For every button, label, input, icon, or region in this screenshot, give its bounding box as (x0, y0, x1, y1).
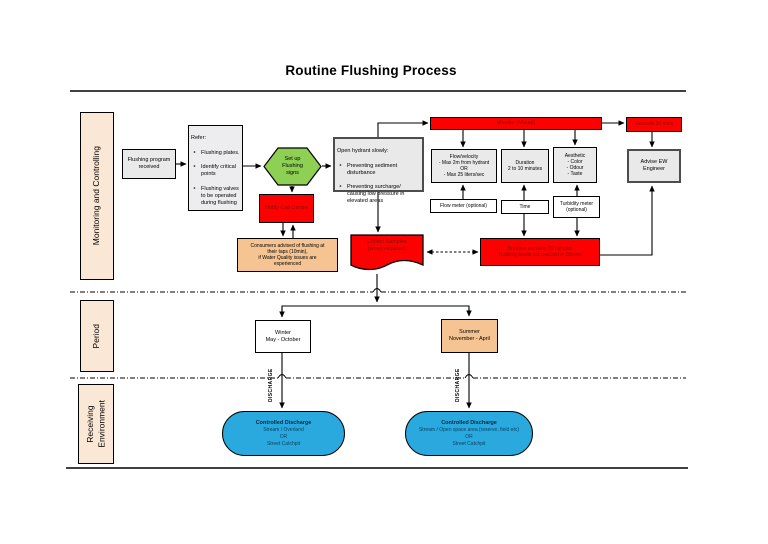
duration-box: Duration 2 to 10 minutes (501, 149, 549, 183)
controlled-discharge-winter-title: Controlled Discharge (255, 419, 312, 426)
consumers-advised-box: Consumers advised of flushing at their t… (237, 238, 338, 272)
flow-meter-box: Flow meter (optional) (430, 199, 497, 213)
advise-ew-engineer-box: Advise EW Engineer (627, 149, 681, 183)
controlled-discharge-summer: Controlled Discharge Stream / Open space… (405, 411, 533, 456)
open-hydrant-bullet-1: ‣Preventing sediment disturbance (339, 162, 398, 176)
controlled-discharge-winter-body: Stream / Overland OR Street Catchpit (263, 427, 304, 447)
turbidity-meter-box: Turbidity meter (optional) (553, 196, 600, 218)
bullet-icon: ‣ (339, 162, 343, 169)
collect-samples-document: Collect Samples (when required) (350, 234, 424, 276)
flushing-program-box: Flushing program received (122, 149, 176, 179)
controlled-discharge-winter: Controlled Discharge Stream / Overland O… (222, 411, 345, 456)
discharge-label-winter: DISCHARGE (268, 368, 274, 402)
open-hydrant-box: Open hydrant slowly: ‣Preventing sedimen… (333, 137, 424, 204)
refer-title: Refer: (191, 134, 206, 141)
bullet-icon: ‣ (339, 184, 343, 191)
refer-box: Refer: ‣Flushing plates. ‣Identify criti… (188, 125, 243, 211)
discharge-label-summer: DISCHARGE (455, 368, 461, 402)
lane-separators (70, 291, 686, 379)
lane-receiving-environment: Receiving Environment (78, 384, 114, 464)
hexagon-shape (263, 147, 322, 186)
lane-period: Period (80, 300, 114, 372)
aesthetic-box: Aesthetic - Color - Odour - Taste (553, 147, 597, 183)
setup-signs-hexagon: Set up Flushing signs (263, 147, 322, 186)
collect-samples-label: Collect Samples (when required) (367, 239, 407, 253)
summer-box: Summer November - April (441, 319, 498, 353)
winter-box: Winter May - October (255, 320, 311, 353)
time-box: Time (501, 200, 549, 214)
duration-exceeds-box: Duration exceeds 30 minutes Turbidity le… (480, 238, 600, 266)
refer-bullet-3: ‣Flushing valves to be operated during f… (193, 186, 239, 206)
flow-velocity-box: Flow/velocity - Max 2m from hydrant OR -… (431, 149, 497, 183)
lane-period-label: Period (91, 323, 102, 349)
bullet-icon: ‣ (193, 149, 197, 156)
exceeds-30-mins-box: Exceeds 30 mins (626, 117, 682, 132)
controlled-discharge-summer-body: Stream / Open space area (reserve, field… (418, 427, 520, 447)
lane-receiving-label: Receiving Environment (84, 400, 106, 448)
document-shape (350, 234, 424, 271)
refer-bullet-2: ‣Identify critical points (193, 164, 236, 178)
monitor-visual-bar: Monitor (Visual) (430, 117, 602, 130)
lane-monitoring-controlling: Monitoring and Controlling (80, 112, 114, 280)
setup-signs-label: Set up Flushing signs (282, 156, 303, 176)
open-hydrant-title: Open hydrant slowly: (337, 147, 389, 154)
page-title: Routine Flushing Process (285, 63, 457, 78)
controlled-discharge-summer-title: Controlled Discharge (441, 419, 497, 426)
lane-monitoring-label: Monitoring and Controlling (91, 146, 102, 246)
refer-bullet-1: ‣Flushing plates. (193, 149, 240, 156)
bullet-icon: ‣ (193, 186, 197, 192)
open-hydrant-bullet-2: ‣Preventing surcharge/ causing low press… (339, 184, 405, 204)
bullet-icon: ‣ (193, 164, 197, 171)
notify-call-centre-box: Notify Call Centre (259, 194, 314, 223)
